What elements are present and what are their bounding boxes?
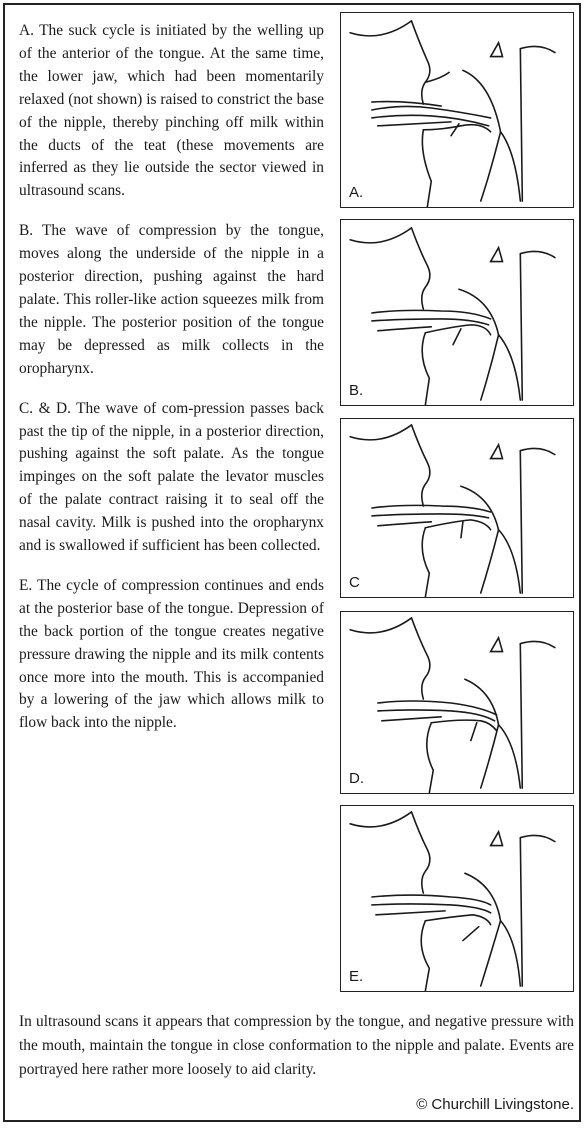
- diagram-panel-c: C: [340, 418, 574, 598]
- paragraph-stage-b: B. The wave of compression by the tongue…: [19, 220, 324, 380]
- diagram-panel-a: A.: [340, 12, 574, 208]
- paragraph-stage-e: E. The cycle of compression continues an…: [19, 575, 324, 735]
- diagram-panel-e: E.: [340, 805, 574, 992]
- suckling-diagram-a: [341, 13, 572, 207]
- copyright-notice: © Churchill Livingstone.: [416, 1096, 574, 1113]
- suckling-diagram-d: [341, 612, 572, 793]
- footer-note: In ultrasound scans it appears that comp…: [19, 1010, 574, 1082]
- panel-label-e: E.: [349, 968, 363, 985]
- panel-label-c: C: [349, 574, 360, 591]
- suckling-diagram-c: [341, 419, 572, 597]
- suckling-diagram-e: [341, 806, 572, 991]
- diagram-panel-d: D.: [340, 611, 574, 794]
- description-column: A. The suck cycle is initiated by the we…: [19, 20, 324, 752]
- suckling-diagram-b: [341, 220, 572, 405]
- diagram-panel-b: B.: [340, 219, 574, 406]
- panel-label-b: B.: [349, 382, 363, 399]
- panel-label-a: A.: [349, 184, 363, 201]
- paragraph-stage-a: A. The suck cycle is initiated by the we…: [19, 20, 324, 203]
- panel-label-d: D.: [349, 770, 364, 787]
- paragraph-stage-c-d: C. & D. The wave of com-pression passes …: [19, 398, 324, 558]
